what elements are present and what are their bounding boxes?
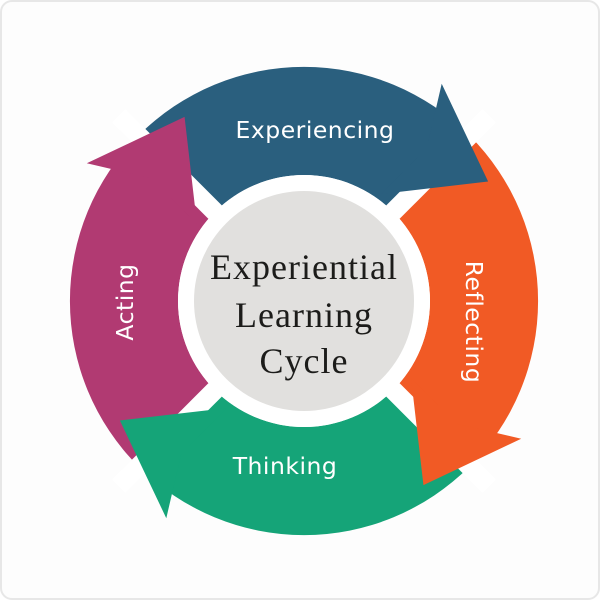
segment-reflecting [393, 135, 539, 467]
arrowhead-experiencing-icon [380, 83, 489, 194]
label-reflecting: Reflecting [460, 261, 488, 383]
segment-experiencing [138, 66, 470, 212]
center-circle [194, 191, 414, 411]
arrowhead-thinking-icon [119, 408, 228, 519]
label-experiencing: Experiencing [236, 116, 395, 144]
arrowhead-reflecting-icon [411, 377, 522, 486]
center-title-line3: Cycle [260, 341, 349, 381]
segment-thinking [138, 390, 470, 536]
arrowhead-acting-icon [86, 116, 197, 225]
center-title-line1: Experiential [210, 247, 398, 287]
label-acting: Acting [111, 263, 139, 340]
label-thinking: Thinking [232, 452, 338, 480]
segment-acting [69, 135, 215, 467]
center-title-line2: Learning [235, 295, 373, 335]
